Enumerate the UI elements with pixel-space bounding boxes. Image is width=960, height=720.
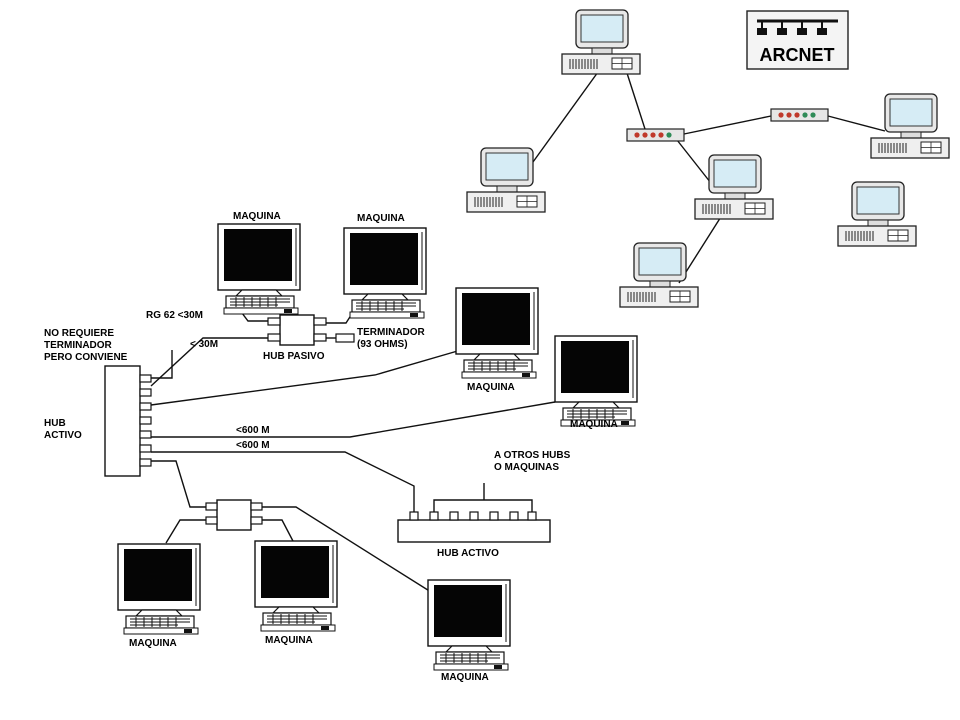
label-otros-hubs: A OTROS HUBS — [494, 450, 571, 461]
label-o-maquinas: O MAQUINAS — [494, 462, 559, 473]
workstation-icon — [117, 543, 201, 635]
workstation-icon — [455, 287, 539, 379]
label-maquina: MAQUINA — [357, 213, 405, 224]
label-maquina: MAQUINA — [265, 635, 313, 646]
arcnet-logo-text: ARCNET — [760, 45, 835, 65]
workstation-icon — [217, 223, 301, 315]
label-no-requiere: NO REQUIERE — [44, 328, 114, 339]
arcnet-diagram: ARCNET — [466, 9, 950, 308]
computer-icon — [870, 93, 950, 159]
workstation-icon — [427, 579, 511, 671]
label-less600: <600 M — [236, 440, 270, 451]
label-maquina: MAQUINA — [129, 638, 177, 649]
label-hub: HUB — [44, 418, 66, 429]
hub-pasivo-bottom — [205, 499, 263, 531]
arcnet-logo: ARCNET — [746, 10, 849, 70]
label-less30: < 30M — [190, 339, 218, 350]
workstation-icon — [343, 227, 427, 319]
label-maquina: MAQUINA — [233, 211, 281, 222]
label-maquina: MAQUINA — [441, 672, 489, 683]
arcnet-cable — [532, 69, 886, 284]
hub-activo-vertical — [104, 365, 152, 477]
terminador — [335, 333, 355, 343]
label-hub-pasivo: HUB PASIVO — [263, 351, 325, 362]
label-maquina: MAQUINA — [570, 419, 618, 430]
computer-icon — [837, 181, 917, 247]
workstation-icon — [254, 540, 338, 632]
hub-pasivo — [267, 314, 355, 346]
label-activo: ACTIVO — [44, 430, 82, 441]
label-pero-conviene: PERO CONVIENE — [44, 352, 128, 363]
label-terminador: TERMINADOR — [357, 327, 426, 338]
hub-activo-horizontal — [397, 511, 551, 543]
arcnet-hub-right — [770, 108, 829, 122]
label-hub-activo: HUB ACTIVO — [437, 548, 499, 559]
label-rg62: RG 62 <30M — [146, 310, 203, 321]
computer-icon — [694, 154, 774, 220]
computer-icon — [561, 9, 641, 75]
label-terminador-note: TERMINADOR — [44, 340, 113, 351]
label-93-ohms: (93 OHMS) — [357, 339, 408, 350]
label-maquina: MAQUINA — [467, 382, 515, 393]
computer-icon — [466, 147, 546, 213]
arcnet-hub-left — [626, 128, 685, 142]
label-less600: <600 M — [236, 425, 270, 436]
hub-diagram: MAQUINA MAQUINA MAQUINA MAQUINA MAQUINA … — [44, 211, 638, 683]
computer-icon — [619, 242, 699, 308]
workstation-icon — [554, 335, 638, 427]
